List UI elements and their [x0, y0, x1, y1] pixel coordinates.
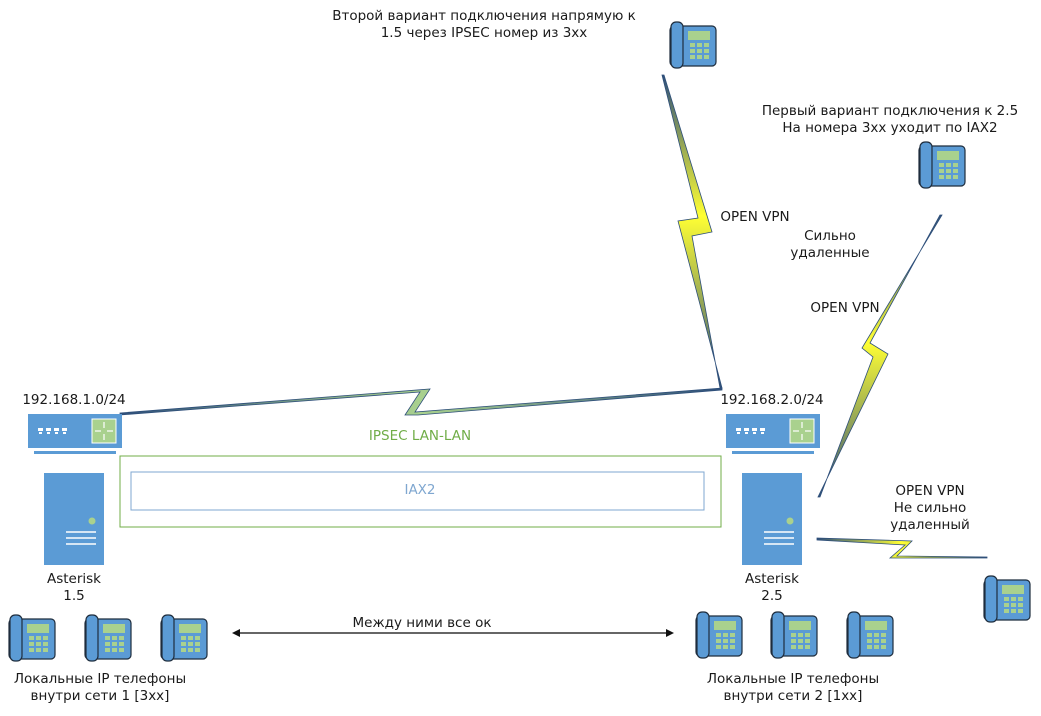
asterisk1-label: Asterisk 1.5 — [24, 571, 124, 605]
router-switch-2-icon — [725, 413, 821, 455]
iax2-label: IAX2 — [404, 482, 436, 498]
near-label-line2: Не сильно — [893, 500, 967, 516]
near-remote-label: OPEN VPN Не сильно удаленный — [880, 483, 980, 534]
local-phones1-line2: внутри сети 1 [3xx] — [30, 688, 170, 704]
ipsec-link-bolt — [119, 387, 723, 416]
router-switch-1-icon — [27, 413, 123, 455]
remote-phone-near-icon — [983, 575, 1031, 623]
far-remote-label: Сильно удаленные — [780, 228, 880, 262]
far-label-line1: Сильно — [804, 228, 856, 244]
local-phones1-label: Локальные IP телефоны внутри сети 1 [3xx… — [0, 671, 200, 705]
local-phone-2a-icon — [695, 611, 743, 659]
asterisk2-version: 2.5 — [761, 588, 783, 604]
openvpn-link-near-bolt — [816, 537, 988, 559]
first-connection-line1: Первый вариант подключения к 2.5 — [761, 103, 1019, 119]
network1-label: 192.168.1.0/24 — [22, 392, 126, 408]
first-connection-line2: На номера 3xx уходит по IAX2 — [782, 120, 998, 136]
asterisk2-label: Asterisk 2.5 — [722, 571, 822, 605]
asterisk2-name: Asterisk — [744, 571, 800, 587]
local-phone-1c-icon — [160, 614, 208, 662]
remote-phone-far-icon — [918, 141, 966, 189]
iax2-trunk-box — [130, 471, 705, 511]
near-label-line1: OPEN VPN — [895, 483, 965, 499]
near-label-line3: удаленный — [890, 517, 970, 533]
ipsec-tunnel-box — [119, 455, 722, 528]
openvpn-link-top-bolt — [661, 74, 723, 389]
asterisk-server-1-icon — [43, 472, 105, 566]
local-phones2-line2: внутри сети 2 [1xx] — [723, 688, 863, 704]
asterisk-server-2-icon — [741, 472, 803, 566]
between-arrow — [232, 629, 674, 637]
local-phone-2c-icon — [846, 611, 894, 659]
local-phones2-label: Локальные IP телефоны внутри сети 2 [1xx… — [693, 671, 893, 705]
openvpn-label-top: OPEN VPN — [720, 209, 790, 225]
alt-connection-note: Второй вариант подключения напрямую к 1.… — [314, 8, 654, 42]
far-label-line2: удаленные — [790, 245, 870, 261]
openvpn-label-far: OPEN VPN — [810, 300, 880, 316]
between-label: Между ними все ок — [352, 615, 492, 631]
remote-phone-ipsec-icon — [669, 21, 717, 69]
first-connection-note: Первый вариант подключения к 2.5 На номе… — [740, 103, 1040, 137]
local-phone-2b-icon — [770, 611, 818, 659]
network2-label: 192.168.2.0/24 — [720, 392, 824, 408]
local-phones1-line1: Локальные IP телефоны — [13, 671, 187, 687]
asterisk1-name: Asterisk — [46, 571, 102, 587]
alt-connection-line2: 1.5 через IPSEC номер из 3xx — [380, 25, 588, 41]
local-phone-1b-icon — [84, 614, 132, 662]
openvpn-link-far-bolt — [817, 214, 943, 498]
ipsec-label: IPSEC LAN-LAN — [368, 428, 472, 444]
local-phones2-line1: Локальные IP телефоны — [706, 671, 880, 687]
local-phone-1a-icon — [8, 614, 56, 662]
alt-connection-line1: Второй вариант подключения напрямую к — [332, 8, 636, 24]
asterisk1-version: 1.5 — [63, 588, 85, 604]
